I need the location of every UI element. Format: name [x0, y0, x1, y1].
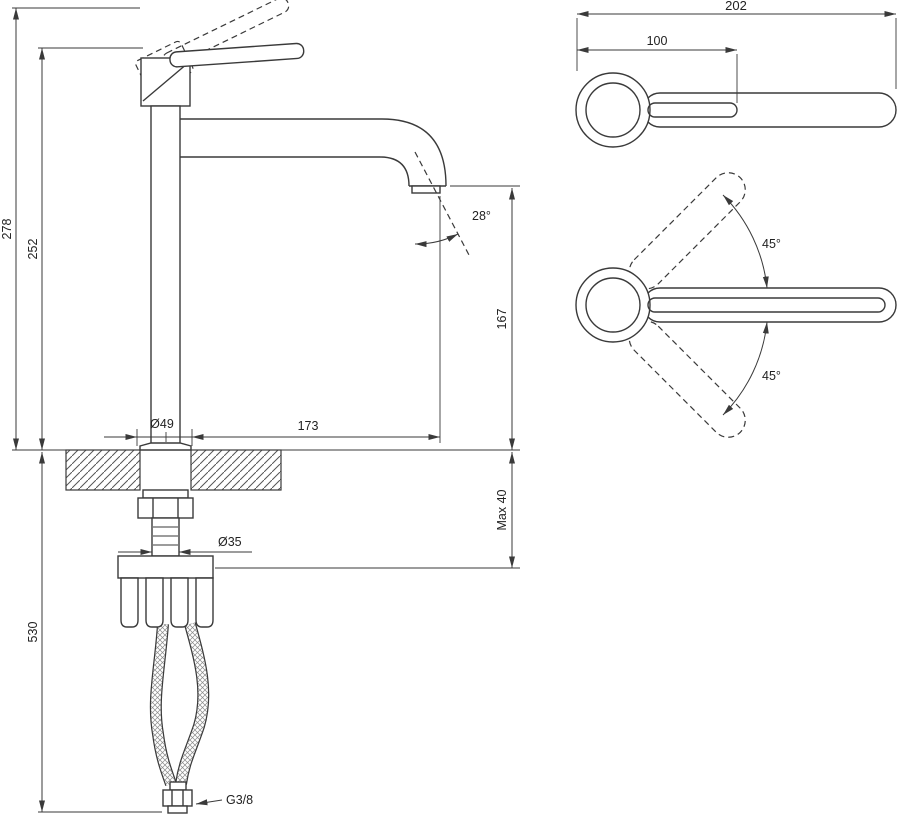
dim-label-swing-up: 45°: [762, 237, 781, 251]
fitting-tip: [167, 805, 188, 814]
head-joint-line: [142, 62, 189, 102]
dim-connection: G3/8: [195, 793, 253, 807]
dim-label-spout-reach: 173: [298, 419, 319, 433]
dim-max-deck: Max 40: [495, 452, 515, 568]
swing-up-arc: [722, 194, 769, 289]
dim-label-base-diameter: Ø49: [150, 417, 174, 431]
dim-label-under-height: 530: [26, 622, 40, 643]
mounting-nut-band: [117, 555, 214, 579]
dim-spout-angle: 28°: [472, 209, 491, 223]
hose-left-braid: [151, 623, 176, 786]
dim-swing-up: 45°: [722, 194, 781, 289]
top-body-outer-2: [575, 267, 651, 343]
top-body-outer: [575, 72, 651, 148]
top-body-inner: [585, 82, 641, 138]
mounting-nut-tooth: [145, 577, 164, 628]
handle-swing-down-outline: [628, 320, 746, 438]
mounting-nut-tooth: [170, 577, 189, 628]
dim-label-total-length: 202: [725, 0, 747, 13]
dim-under-height: 530: [26, 452, 45, 812]
spout-outer: [180, 118, 447, 187]
faucet-column: [150, 105, 181, 445]
top-handle-bar: [642, 92, 897, 128]
handle-swing-up-outline: [628, 172, 746, 290]
top-handle-slot-2: [647, 297, 886, 313]
spout-angle-reference: [414, 151, 470, 256]
hose-fitting: [162, 781, 193, 814]
hose-right-braid: [176, 622, 209, 785]
dim-base-diameter-and-reach: Ø49 173: [104, 417, 440, 440]
spout: [180, 118, 447, 194]
dim-label-spout-angle: 28°: [472, 209, 491, 223]
dim-label-total-height: 278: [0, 219, 14, 240]
top-view-swing: 45° 45°: [575, 172, 897, 438]
dim-label-swing-down: 45°: [762, 369, 781, 383]
swing-down-arc: [722, 321, 769, 416]
threaded-shank: [151, 517, 180, 557]
faucet-base: [139, 442, 192, 451]
handle-lever: [169, 42, 305, 68]
top-body-inner-2: [585, 277, 641, 333]
angle-arc: [414, 233, 459, 248]
dim-total-height: 278: [0, 8, 19, 450]
dim-swing-down: 45°: [722, 321, 781, 416]
dim-total-length: 202: [577, 0, 896, 17]
mounting-nut-tooth: [195, 577, 214, 628]
dim-shank-diameter: Ø35: [118, 535, 252, 555]
dim-label-handle-length: 100: [647, 34, 668, 48]
fitting-hex: [162, 789, 193, 807]
locknut: [137, 497, 194, 519]
top-handle-slot: [647, 102, 738, 118]
extension-lines: [12, 7, 520, 813]
dim-body-height: 252: [26, 48, 45, 450]
spout-inner: [180, 156, 410, 187]
dim-label-connection: G3/8: [226, 793, 253, 807]
dim-label-max-deck: Max 40: [495, 489, 509, 530]
mounting-nut-tooth: [120, 577, 139, 628]
angle-reference-line: [414, 151, 470, 256]
dim-label-spout-height: 167: [495, 309, 509, 330]
dim-spout-height: 167: [495, 188, 515, 450]
top-view-handle: 202 100: [575, 0, 897, 148]
dim-label-shank-diameter: Ø35: [218, 535, 242, 549]
side-view: 278 252 530 167 Max 40 Ø49 173 Ø35: [0, 0, 520, 814]
counter-right: [190, 449, 282, 491]
top-handle-bar-2: [642, 287, 897, 323]
mounting-hardware: [117, 489, 214, 628]
fitting-neck: [169, 781, 187, 791]
counter-left: [65, 449, 141, 491]
washer: [142, 489, 189, 499]
dim-handle-length: 100: [577, 34, 737, 53]
supply-hoses: [149, 622, 210, 787]
aerator: [411, 185, 441, 194]
countertop-section: [65, 449, 282, 491]
dim-label-body-height: 252: [26, 239, 40, 260]
faucet-head: [140, 42, 305, 107]
